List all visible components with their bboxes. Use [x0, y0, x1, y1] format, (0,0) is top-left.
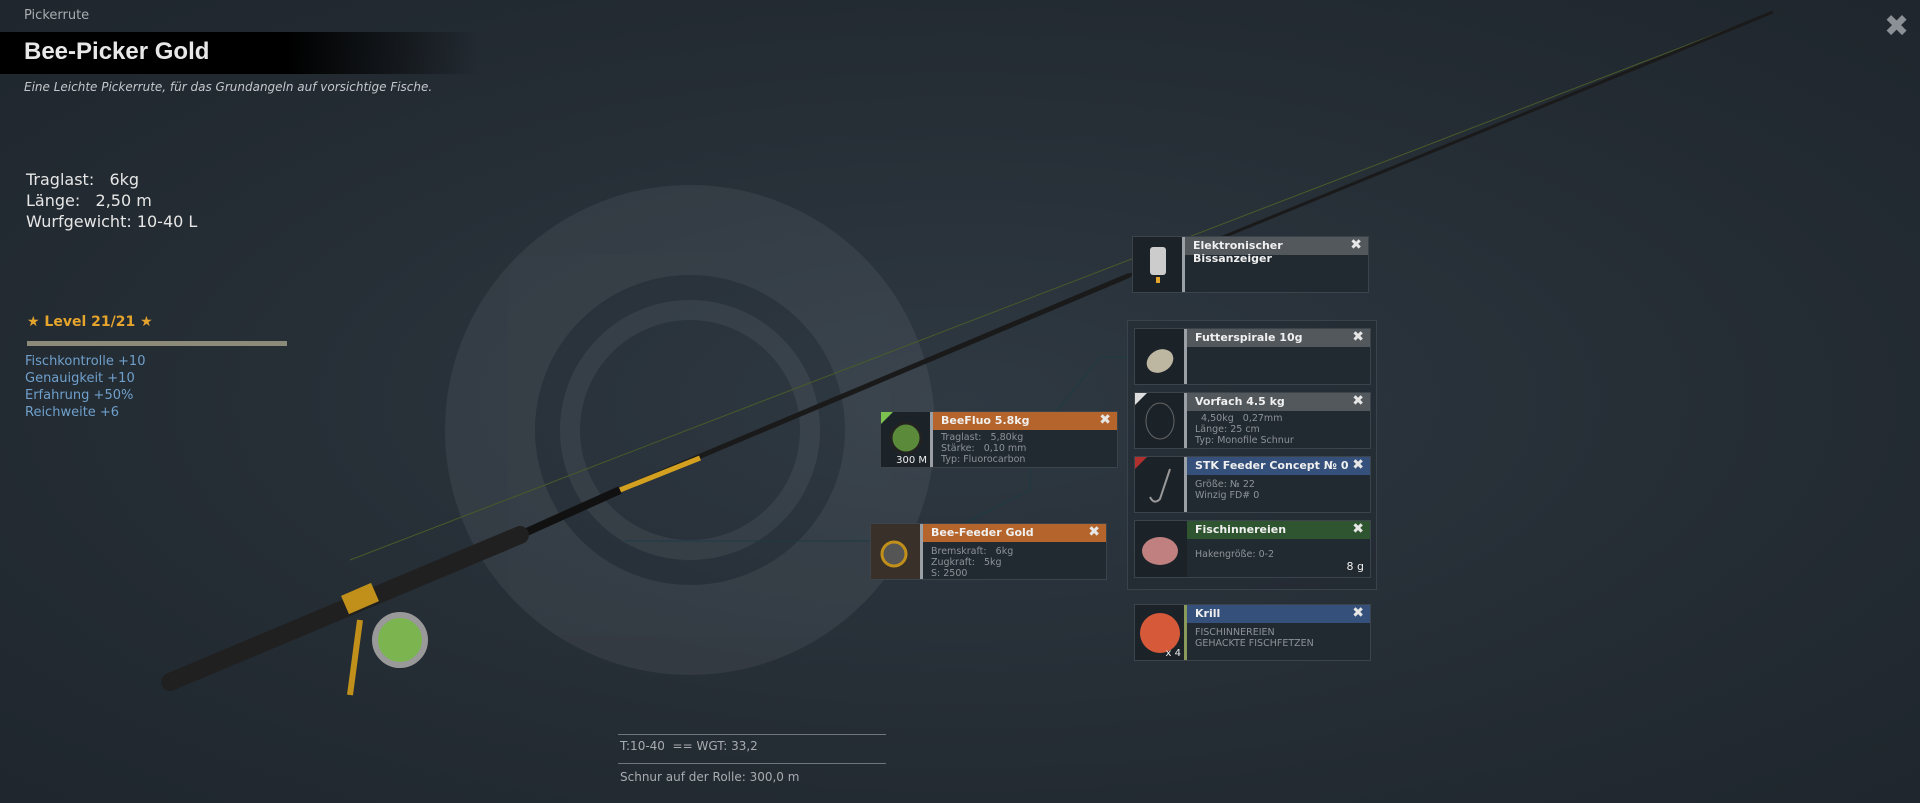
bonus-range: Reichweite +6 — [25, 405, 120, 420]
item-detail: Typ: Monofile Schnur — [1195, 435, 1294, 446]
item-detail: Bremskraft: 6kg — [931, 546, 1014, 557]
reel-spool — [372, 612, 428, 668]
slot-line[interactable]: 300 M BeeFluo 5.8kg ✖ Traglast: 5,80kg St… — [880, 411, 1118, 468]
item-detail: GEHACKTE FISCHFETZEN — [1195, 638, 1314, 649]
item-title: Vorfach 4.5 kg — [1195, 395, 1285, 408]
remove-icon[interactable]: ✖ — [1352, 605, 1364, 621]
bonus-experience: Erfahrung +50% — [25, 388, 134, 403]
remove-icon[interactable]: ✖ — [1352, 457, 1364, 473]
line-spool-icon: 300 M — [881, 412, 933, 467]
hook-icon — [1135, 457, 1187, 512]
bonus-fish-control: Fischkontrolle +10 — [25, 354, 146, 369]
groundbait-count: x 4 — [1165, 648, 1181, 659]
stat-length: Länge: 2,50 m — [26, 191, 152, 210]
stat-load: Traglast: 6kg — [26, 170, 140, 189]
item-detail: FISCHINNEREIEN — [1195, 627, 1275, 638]
item-title: BeeFluo 5.8kg — [941, 414, 1030, 427]
groundbait-icon: x 4 — [1135, 605, 1187, 660]
item-title: STK Feeder Concept № 0 — [1195, 459, 1349, 472]
item-title: Fischinnereien — [1195, 523, 1287, 536]
remove-icon[interactable]: ✖ — [1352, 329, 1364, 345]
item-detail: Stärke: 0,10 mm — [941, 443, 1027, 454]
fishing-line — [349, 11, 1774, 561]
item-category: Pickerrute — [24, 8, 90, 23]
reel-foot — [347, 619, 363, 696]
rod-tip — [1129, 10, 1774, 277]
item-description: Eine Leichte Pickerrute, für das Grundan… — [24, 80, 433, 94]
item-title: Krill — [1195, 607, 1221, 620]
level-label: ★ Level 21/21 ★ — [27, 314, 153, 330]
divider — [618, 734, 886, 735]
item-title: Bee-Feeder Gold — [931, 526, 1034, 539]
remove-icon[interactable]: ✖ — [1088, 524, 1100, 540]
title-bar — [0, 32, 480, 74]
level-progress-bar — [27, 341, 287, 346]
slot-hook[interactable]: STK Feeder Concept № 0✖ Größe: № 22 Winz… — [1134, 456, 1371, 513]
rod-handle — [161, 526, 529, 691]
weight-summary: T:10-40 == WGT: 33,2 — [620, 739, 758, 753]
gear-watermark-icon — [445, 185, 935, 675]
line-on-reel: Schnur auf der Rolle: 300,0 m — [620, 770, 800, 784]
item-detail: 4,50kg 0,27mm — [1195, 413, 1283, 424]
line-length: 300 M — [896, 455, 927, 466]
remove-icon[interactable]: ✖ — [1352, 393, 1364, 409]
leader-icon — [1135, 393, 1187, 448]
rod-blank — [619, 272, 1131, 493]
slot-bite-alarm[interactable]: Elektronischer Bissanzeiger ✖ — [1132, 236, 1369, 293]
item-detail: Winzig FD# 0 — [1195, 490, 1260, 501]
rod-gold-section — [619, 455, 701, 493]
remove-icon[interactable]: ✖ — [1352, 521, 1364, 537]
reel-icon — [871, 524, 923, 579]
slot-groundbait[interactable]: x 4 Krill ✖ FISCHINNEREIEN GEHACKTE FISCH… — [1134, 604, 1371, 661]
close-button[interactable]: ✖ — [1884, 9, 1910, 44]
slot-feeder[interactable]: Futterspirale 10g ✖ — [1134, 328, 1371, 385]
item-detail: Hakengröße: 0-2 — [1195, 549, 1275, 560]
remove-icon[interactable]: ✖ — [1099, 412, 1111, 428]
bonus-accuracy: Genauigkeit +10 — [25, 371, 135, 386]
slot-reel[interactable]: Bee-Feeder Gold ✖ Bremskraft: 6kg Zugkraf… — [870, 523, 1107, 580]
item-detail: Typ: Fluorocarbon — [941, 454, 1026, 465]
slot-bait[interactable]: Fischinnereien ✖ Hakengröße: 0-2 8 g — [1134, 520, 1371, 578]
remove-icon[interactable]: ✖ — [1350, 237, 1362, 253]
item-detail: Länge: 25 cm — [1195, 424, 1260, 435]
item-title: Futterspirale 10g — [1195, 331, 1303, 344]
item-detail: Größe: № 22 — [1195, 479, 1255, 490]
stat-casting-weight: Wurfgewicht: 10-40 L — [26, 212, 198, 231]
bait-amount: 8 g — [1346, 560, 1364, 573]
item-detail: Traglast: 5,80kg — [941, 432, 1024, 443]
item-detail: S: 2500 — [931, 568, 968, 579]
feeder-icon — [1135, 329, 1187, 384]
bait-icon — [1135, 521, 1187, 577]
divider — [618, 763, 886, 764]
page-title: Bee-Picker Gold — [24, 38, 210, 65]
bite-alarm-icon — [1133, 237, 1185, 292]
item-title: Elektronischer Bissanzeiger — [1193, 239, 1283, 265]
slot-leader[interactable]: Vorfach 4.5 kg ✖ 4,50kg 0,27mm Länge: 25 … — [1134, 392, 1371, 449]
item-detail: Zugkraft: 5kg — [931, 557, 1002, 568]
